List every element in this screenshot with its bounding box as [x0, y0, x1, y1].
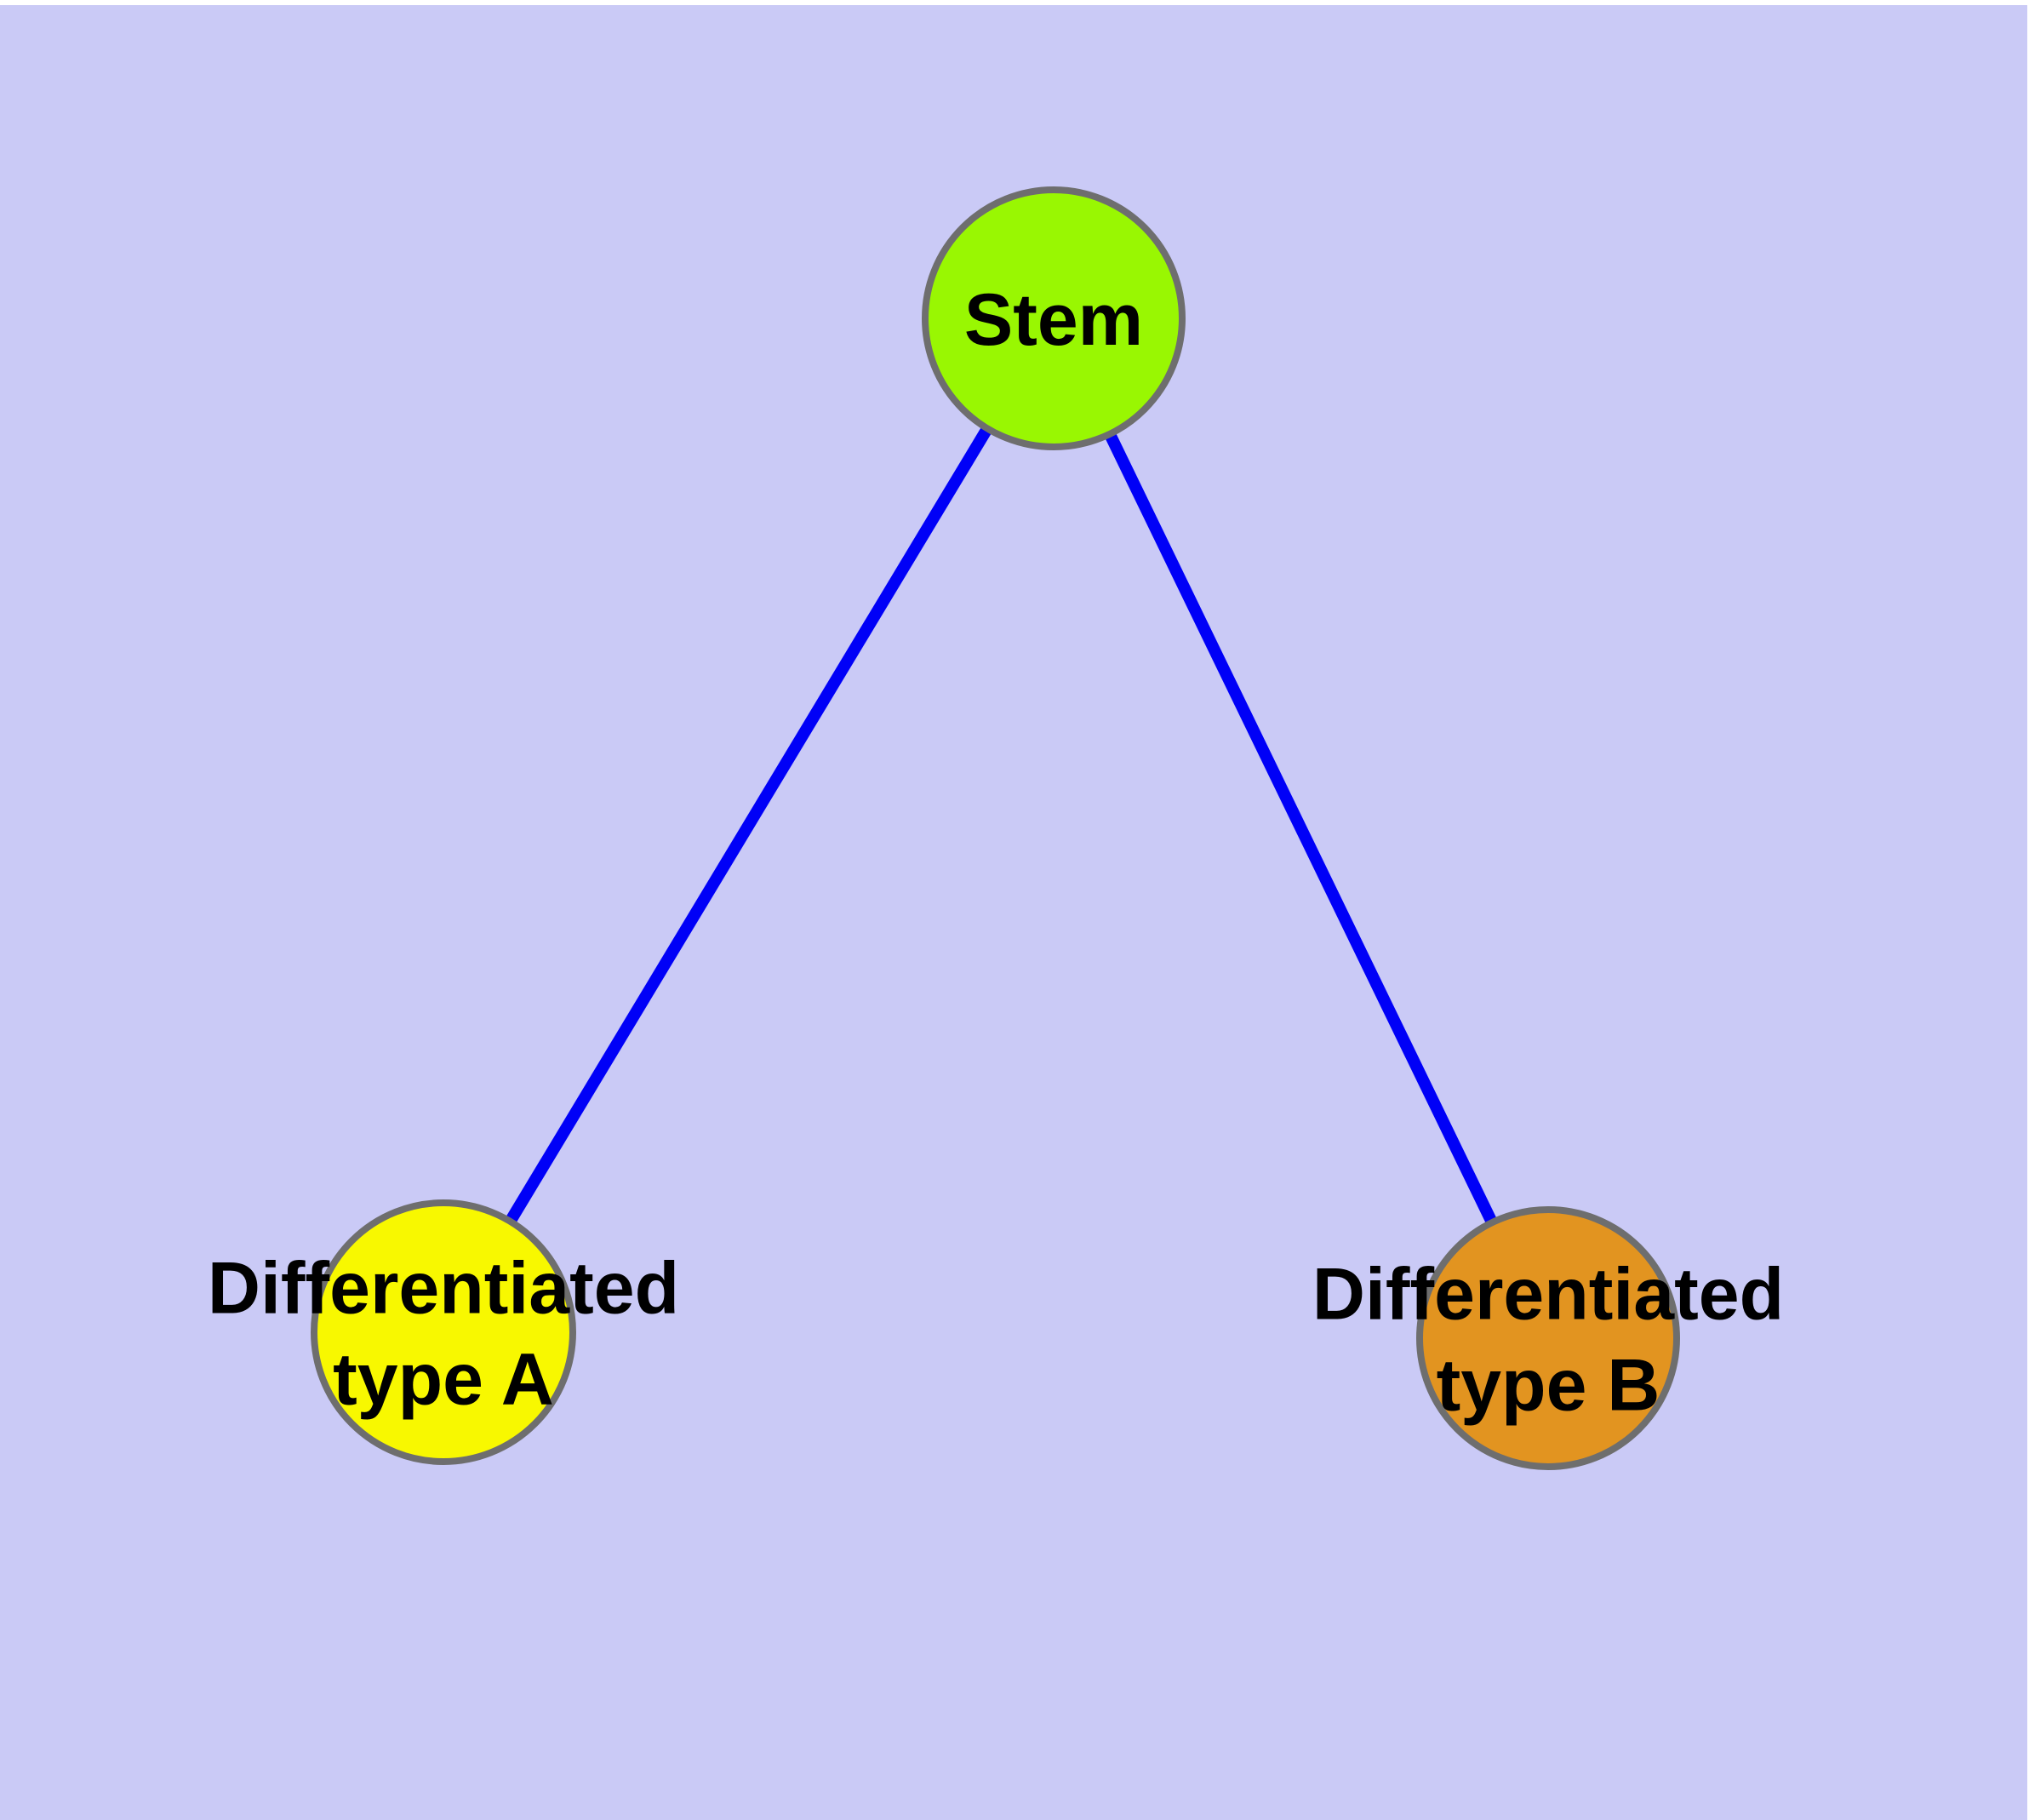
node-label-line: type B [1437, 1345, 1660, 1427]
node-label-line: Differentiated [1312, 1254, 1784, 1336]
node-label-line: Differentiated [208, 1248, 679, 1330]
node-diff-b: Differentiated type B [1312, 1206, 1784, 1470]
node-label-stem: Stem [964, 279, 1143, 361]
node-circle-diff-a [311, 1199, 576, 1465]
node-circle-stem [922, 186, 1186, 450]
edge-stem-diff-a [438, 315, 1059, 1336]
edges-layer [438, 315, 1554, 1342]
node-label-line: type A [333, 1339, 554, 1421]
node-label-line: Stem [964, 279, 1143, 361]
node-label-diff-a: Differentiated type A [208, 1248, 679, 1421]
node-stem: Stem [922, 186, 1186, 450]
node-label-diff-b: Differentiated type B [1312, 1254, 1784, 1427]
edge-stem-diff-b [1048, 315, 1554, 1342]
node-circle-diff-b [1416, 1206, 1680, 1470]
node-diff-a: Differentiated type A [208, 1199, 679, 1465]
